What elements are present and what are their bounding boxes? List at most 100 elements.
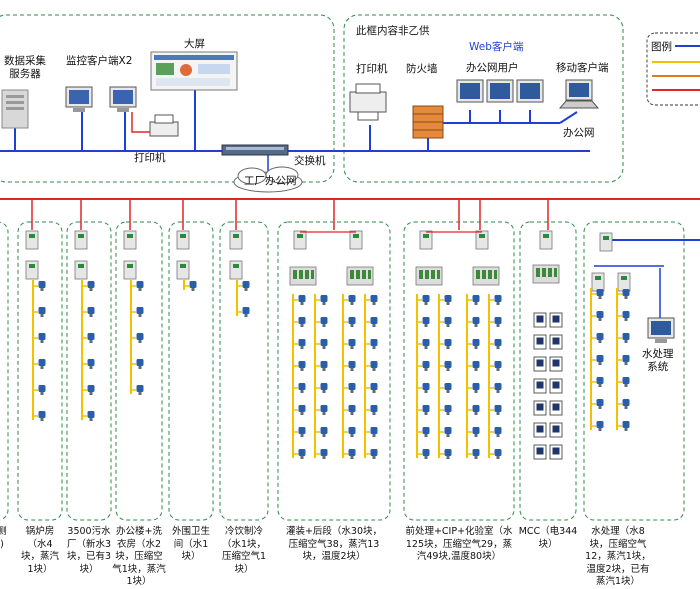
switch-label: 交换机 <box>294 155 326 167</box>
mcc-meter-icon <box>549 356 563 372</box>
flow-meter-icon <box>596 289 604 299</box>
external-printer-icon <box>349 83 387 121</box>
gateway-module-icon <box>419 230 433 250</box>
legend-box <box>646 32 700 106</box>
flow-meter-icon <box>370 361 378 371</box>
field-group-caption: 3500污水厂（新水3块，已有3块） <box>66 526 112 575</box>
flow-meter-icon <box>444 317 452 327</box>
mcc-meter-icon <box>533 312 547 328</box>
field-group-caption: 侧 ) <box>0 526 7 550</box>
mobile-client-label: 移动客户端 <box>556 62 609 74</box>
mcc-meter-icon <box>533 400 547 416</box>
gateway-module-icon <box>74 230 88 250</box>
mcc-meter-icon <box>549 444 563 460</box>
external-printer-label: 打印机 <box>356 63 388 75</box>
field-group-caption: 外围卫生间（水1块） <box>171 526 210 562</box>
flow-meter-icon <box>320 427 328 437</box>
flow-meter-icon <box>87 281 95 291</box>
flow-meter-icon <box>444 449 452 459</box>
plc-icon <box>415 266 443 286</box>
flow-meter-icon <box>622 421 630 431</box>
flow-meter-icon <box>422 427 430 437</box>
flow-meter-icon <box>242 281 250 291</box>
flow-meter-icon <box>370 383 378 393</box>
field-group-box <box>0 221 9 521</box>
flow-meter-icon <box>298 405 306 415</box>
flow-meter-icon <box>422 361 430 371</box>
field-group-g1 <box>17 199 63 521</box>
field-group-caption: 办公楼+洗衣房（水2块，压缩空气1块，蒸汽1块） <box>112 526 166 587</box>
mcc-meter-icon <box>549 400 563 416</box>
flow-meter-icon <box>189 281 197 291</box>
flow-meter-icon <box>136 359 144 369</box>
flow-meter-icon <box>622 377 630 387</box>
field-group-caption: 锅炉房（水4块，蒸汽1块） <box>20 526 59 575</box>
flow-meter-icon <box>348 383 356 393</box>
flow-meter-icon <box>370 317 378 327</box>
flow-meter-icon <box>472 449 480 459</box>
flow-meter-icon <box>348 427 356 437</box>
flow-meter-icon <box>320 449 328 459</box>
flow-meter-icon <box>87 333 95 343</box>
flow-meter-icon <box>444 405 452 415</box>
gateway-module-icon <box>25 230 39 250</box>
flow-meter-icon <box>444 361 452 371</box>
flow-meter-icon <box>348 361 356 371</box>
flow-meter-icon <box>136 281 144 291</box>
gateway-module-icon <box>176 230 190 250</box>
gateway-module-icon <box>349 230 363 250</box>
flow-meter-icon <box>348 339 356 349</box>
factory-network-label: 工厂办公网 <box>244 175 297 187</box>
flow-meter-icon <box>38 411 46 421</box>
office-user-pc-icon-2 <box>486 79 514 103</box>
flow-meter-icon <box>38 385 46 395</box>
flow-meter-icon <box>494 405 502 415</box>
plc-icon <box>532 264 560 284</box>
field-group-g4 <box>168 199 214 521</box>
data-server-icon <box>1 89 29 129</box>
office-user-label: 办公网用户 <box>466 62 519 74</box>
io-module-icon <box>74 260 88 280</box>
plc-icon <box>472 266 500 286</box>
field-group-g9 <box>583 221 685 521</box>
flow-meter-icon <box>38 359 46 369</box>
firewall-icon <box>412 105 444 139</box>
flow-meter-icon <box>596 377 604 387</box>
data-server-label: 数据采集 服务器 <box>4 55 46 80</box>
gateway-module-icon <box>475 230 489 250</box>
mcc-meter-icon <box>549 422 563 438</box>
gateway-module-icon <box>293 230 307 250</box>
field-group-g2 <box>66 199 112 521</box>
flow-meter-icon <box>472 317 480 327</box>
flow-meter-icon <box>596 421 604 431</box>
io-module-icon <box>617 272 631 292</box>
field-group-box <box>66 221 112 521</box>
flow-meter-icon <box>444 427 452 437</box>
gateway-module-icon <box>229 230 243 250</box>
gateway-module-icon <box>539 230 553 250</box>
printer-icon <box>149 114 179 137</box>
field-group-g6 <box>277 199 391 521</box>
office-user-pc-icon-3 <box>516 79 544 103</box>
io-module-icon <box>25 260 39 280</box>
field-group-caption: 水处理（水8块，压缩空气12，蒸汽1块，温度2块，已有蒸汽1块） <box>585 526 651 587</box>
flow-meter-icon <box>596 355 604 365</box>
big-screen-label: 大屏 <box>184 38 205 50</box>
monitor-client-label: 监控客户端X2 <box>66 55 133 67</box>
flow-meter-icon <box>38 281 46 291</box>
flow-meter-icon <box>87 359 95 369</box>
field-group-g7 <box>403 199 515 521</box>
flow-meter-icon <box>87 385 95 395</box>
flow-meter-icon <box>87 307 95 317</box>
flow-meter-icon <box>622 289 630 299</box>
flow-meter-icon <box>444 295 452 305</box>
field-group-caption: 冷饮制冷（水1块，压缩空气1块） <box>221 526 267 575</box>
flow-meter-icon <box>596 399 604 409</box>
flow-meter-icon <box>422 383 430 393</box>
monitoring-center-box <box>0 14 335 183</box>
flow-meter-icon <box>422 295 430 305</box>
flow-meter-icon <box>370 339 378 349</box>
mcc-meter-icon <box>533 422 547 438</box>
office-network-label: 办公网 <box>563 127 595 139</box>
